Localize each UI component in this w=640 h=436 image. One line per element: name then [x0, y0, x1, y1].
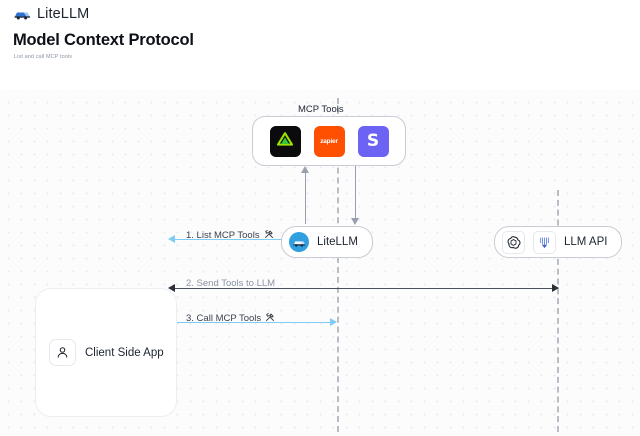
tools-hammer-wrench-icon [264, 229, 274, 241]
brand[interactable]: LiteLLM [14, 6, 89, 22]
mcp-tools-title: MCP Tools [298, 104, 344, 115]
lifeline-llm-api [557, 190, 559, 432]
lifeline-litellm [337, 98, 339, 432]
edge-label-1: 1. List MCP Tools [186, 229, 274, 241]
brand-name: LiteLLM [37, 6, 90, 22]
node-llm-api-label: LLM API [564, 236, 608, 248]
node-litellm-label: LiteLLM [317, 236, 358, 248]
node-llm-api[interactable]: LLM API [494, 226, 623, 258]
tool-tile-slack[interactable]: S [357, 125, 389, 157]
tool-tile-zapier[interactable]: zapier [313, 125, 345, 157]
tools-hammer-wrench-icon-2 [265, 312, 275, 324]
zapier-wordmark-icon: zapier [320, 137, 338, 145]
user-person-icon [49, 339, 76, 366]
node-litellm[interactable]: LiteLLM [281, 226, 373, 258]
node-client-side-app[interactable]: Client Side App [35, 288, 177, 417]
openai-logo-icon [502, 230, 525, 254]
litellm-truck-logo-icon [14, 7, 31, 21]
page-subtitle: List and call MCP tools [14, 54, 73, 60]
tool-tile-linear[interactable] [269, 125, 301, 157]
edge-label-2: 2. Send Tools to LLM [186, 278, 275, 289]
letter-s-icon: S [366, 130, 380, 151]
edge-label-3: 3. Call MCP Tools [186, 312, 275, 324]
litellm-avatar-icon [289, 232, 309, 252]
edge-label-3-text: 3. Call MCP Tools [186, 312, 262, 324]
diagram-canvas[interactable]: MCP Tools zapier S [0, 66, 640, 436]
node-client-label: Client Side App [85, 346, 164, 359]
anthropic-logo-icon [533, 230, 556, 254]
green-triangle-icon [276, 131, 294, 152]
top-bar: LiteLLM [0, 0, 640, 30]
page-title: Model Context Protocol [13, 31, 194, 49]
mcp-tools-group[interactable]: zapier S [252, 116, 406, 166]
edge-label-1-text: 1. List MCP Tools [186, 229, 260, 241]
edge-label-2-text: 2. Send Tools to LLM [186, 278, 276, 289]
